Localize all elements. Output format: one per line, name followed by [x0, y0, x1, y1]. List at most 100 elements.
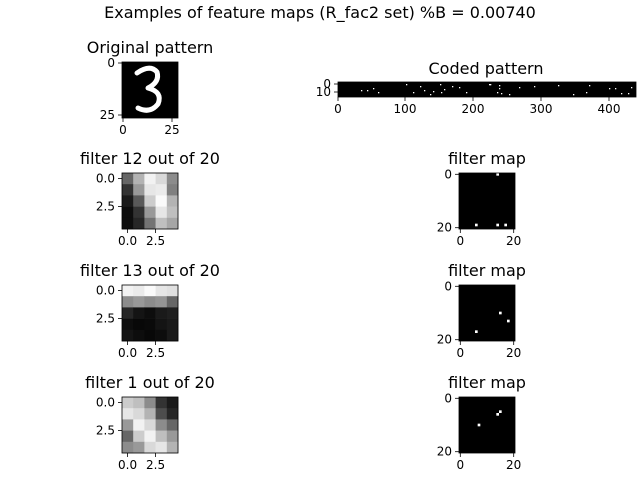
heatmap-cell [144, 285, 156, 297]
heatmap-cell [122, 173, 134, 185]
panel-6: filter 1 out of 20 0.0 2.5 0.0 2.5 [85, 373, 215, 472]
heatmap-cell [122, 307, 134, 319]
heatmap-cell [166, 329, 179, 342]
y-tick-label-0: 0.0 [96, 396, 115, 410]
axes-frame [458, 396, 516, 454]
heatmap-cell [133, 217, 145, 230]
axes-frame [121, 172, 179, 230]
heatmap-cell [166, 217, 179, 230]
heatmap-cell [133, 318, 145, 331]
active-unit [373, 88, 375, 90]
heatmap-cell [155, 195, 168, 207]
active-unit [420, 86, 422, 88]
active-unit [444, 89, 446, 91]
heatmap-cell [144, 397, 156, 409]
heatmap-cell [122, 419, 134, 431]
y-tick-label-1: 20 [437, 221, 452, 235]
active-unit [367, 90, 369, 92]
active-unit [497, 92, 499, 94]
y-tick-label-1: 10 [316, 85, 331, 99]
active-pixel [475, 223, 478, 227]
image-background [338, 82, 636, 97]
panel-title: filter 1 out of 20 [85, 373, 215, 392]
y-tick-label-0: 0.0 [96, 284, 115, 298]
x-tick-label-1: 2.5 [146, 458, 165, 472]
active-unit [628, 93, 630, 95]
heatmap-cell [133, 296, 145, 308]
x-tick-label-4: 400 [598, 102, 621, 116]
heatmap-cell [133, 441, 145, 454]
x-tick-label-1: 2.5 [146, 346, 165, 360]
axes-frame [337, 81, 637, 98]
active-pixel [475, 330, 478, 333]
heatmap-cell [166, 184, 179, 196]
heatmap-cell [122, 195, 134, 207]
heatmap-cell [155, 217, 168, 230]
x-tick-label-3: 300 [530, 102, 553, 116]
axes-frame [458, 172, 516, 230]
heatmap-cell [144, 195, 156, 207]
heatmap-cell [144, 329, 156, 342]
image-background [459, 397, 515, 453]
x-tick-label-0: 0 [456, 458, 464, 472]
axes-frame [121, 61, 179, 119]
heatmap-cell [133, 307, 145, 319]
figure-title: Examples of feature maps (R_fac2 set) %B… [104, 3, 536, 23]
x-tick-label-1: 20 [506, 234, 521, 248]
y-tick-label-0: 0.0 [96, 172, 115, 186]
active-pixel [496, 413, 499, 416]
heatmap-cell [122, 441, 134, 454]
heatmap-cell [155, 285, 168, 297]
heatmap-cell [144, 184, 156, 196]
heatmap-cell [166, 318, 179, 331]
heatmap-cell [144, 441, 156, 454]
x-tick-label-1: 2.5 [146, 234, 165, 248]
heatmap-cell [122, 206, 134, 219]
axes-frame [121, 396, 179, 454]
active-pixel [504, 223, 507, 227]
x-tick-label-0: 0 [456, 234, 464, 248]
heatmap-cell [133, 173, 145, 185]
active-unit [621, 93, 623, 95]
y-tick-label-1: 2.5 [96, 312, 115, 326]
active-unit [440, 84, 442, 86]
active-unit [459, 87, 461, 89]
active-unit [501, 93, 503, 95]
heatmap-cell [122, 296, 134, 308]
panel-title: filter 12 out of 20 [80, 149, 220, 168]
heatmap-cell [122, 285, 134, 297]
heatmap-cell [155, 397, 168, 409]
heatmap-cell [155, 296, 168, 308]
heatmap-cell [122, 217, 134, 230]
x-tick-label-1: 100 [394, 102, 417, 116]
heatmap-cell [155, 184, 168, 196]
x-tick-label-0: 0.0 [118, 458, 137, 472]
y-tick-label-0: 0 [444, 279, 452, 293]
heatmap-cell [133, 184, 145, 196]
active-unit [430, 94, 432, 96]
heatmap-cell [166, 285, 179, 297]
active-unit [573, 94, 575, 96]
active-unit [406, 84, 408, 86]
y-tick-label-1: 2.5 [96, 200, 115, 214]
y-tick-label-0: 0 [323, 77, 331, 91]
active-pixel [499, 410, 502, 413]
active-pixel [496, 173, 499, 176]
active-unit [558, 85, 560, 87]
heatmap-cell [166, 296, 179, 308]
y-tick-label-1: 2.5 [96, 424, 115, 438]
x-tick-label-1: 25 [164, 123, 179, 137]
heatmap-cell [144, 430, 156, 443]
active-unit [631, 87, 633, 89]
heatmap-cell [133, 430, 145, 443]
heatmap-cell [166, 307, 179, 319]
active-unit [441, 92, 443, 94]
y-tick-label-1: 20 [437, 445, 452, 459]
active-unit [586, 92, 588, 94]
active-unit [413, 92, 415, 94]
